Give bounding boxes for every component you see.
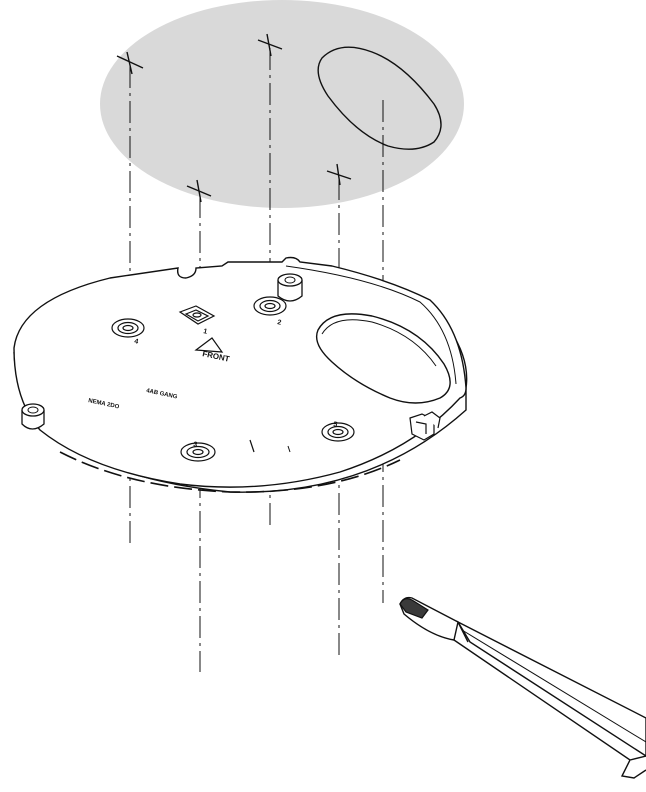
screw-hole xyxy=(321,422,355,442)
cable-clip xyxy=(409,411,441,441)
screw-hole xyxy=(180,442,216,462)
ceiling-cable-opening xyxy=(317,46,442,150)
hole-label-5: 5 xyxy=(333,421,338,429)
hole-label-3: 3 xyxy=(193,441,198,449)
hole-label-4: 4 xyxy=(134,338,139,346)
hole-label-2: 2 xyxy=(277,319,282,327)
front-arrow-icon xyxy=(194,337,224,353)
hole-label-1: 1 xyxy=(203,328,208,336)
plate-foot xyxy=(21,403,45,430)
pencil-icon xyxy=(399,596,646,779)
cross-mark-icon xyxy=(116,51,144,75)
ceiling-surface xyxy=(100,0,464,208)
plate-cable-slot xyxy=(315,313,451,404)
plate-foot xyxy=(277,273,303,302)
screw-hole xyxy=(111,318,145,338)
screw-hole xyxy=(253,296,287,316)
center-square-hole xyxy=(178,305,216,325)
mounting-plate: 4 1 2 FRONT 3 5 NEMA 2DO 4AB GANG xyxy=(13,256,468,493)
